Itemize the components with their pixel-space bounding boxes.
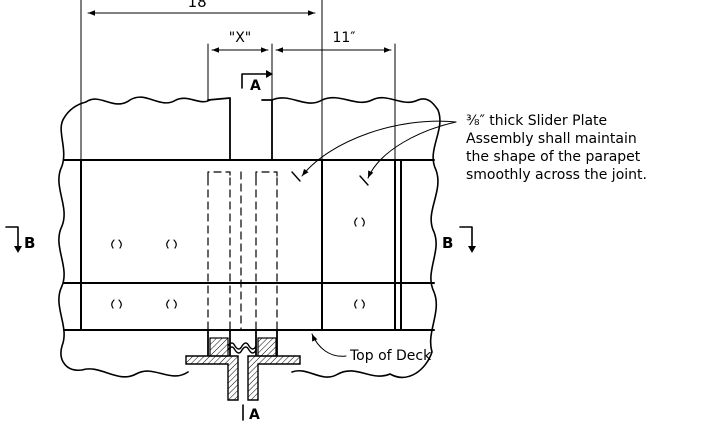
anchor-marks xyxy=(111,217,365,309)
section-a-top-label: A xyxy=(250,78,261,94)
dimension-18in xyxy=(80,0,323,161)
dimension-18in-label: 18″ xyxy=(188,0,213,11)
parapet-break-outline xyxy=(58,96,441,379)
section-b-left-label: B xyxy=(24,234,35,252)
slider-plate-note-line-4: smoothly across the joint. xyxy=(466,167,647,183)
parapet-joint-ends xyxy=(207,97,278,356)
hidden-plate-lines xyxy=(207,171,278,331)
slider-plate-note-line-3: the shape of the parapet xyxy=(466,149,641,165)
deck-angles xyxy=(185,355,301,401)
section-mark-a-top xyxy=(241,70,273,89)
section-b-right-label: B xyxy=(442,234,453,252)
dimension-x-label: "X" xyxy=(229,30,251,46)
section-a-bottom-label: A xyxy=(249,407,260,423)
top-of-deck-leader xyxy=(311,333,347,357)
expansion-joint-seal xyxy=(209,337,277,357)
section-mark-b-left xyxy=(5,226,22,253)
slider-plate-note-line-2: Assembly shall maintain xyxy=(466,131,637,147)
dimension-x xyxy=(207,43,273,101)
slider-plate-assembly xyxy=(63,159,435,331)
dimension-11in xyxy=(275,43,396,161)
dimension-11in-label: 11″ xyxy=(332,30,355,46)
slider-plate-leaders xyxy=(291,120,457,186)
section-mark-b-right xyxy=(459,226,476,253)
top-of-deck-note: Top of Deck xyxy=(349,348,432,364)
slider-plate-note-line-1: ⅜″ thick Slider Plate xyxy=(466,113,607,129)
